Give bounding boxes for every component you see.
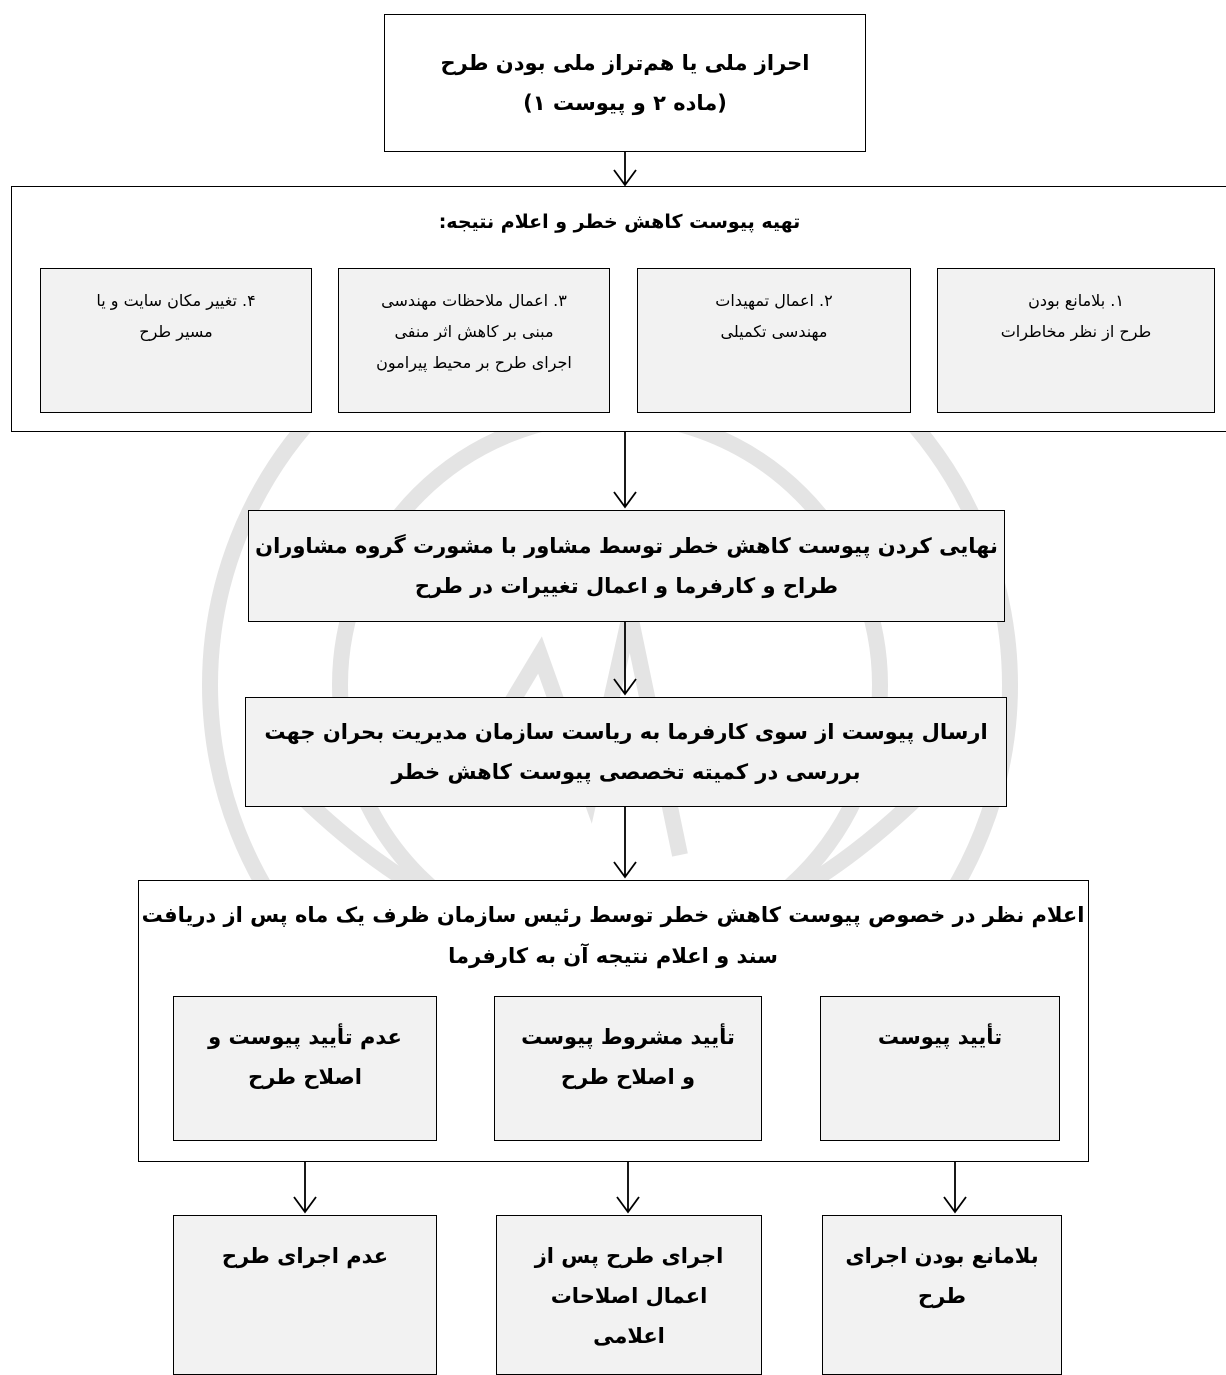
option-2-line1: ۲. اعمال تمهیدات xyxy=(715,291,833,310)
outcome-1-line2: طرح xyxy=(918,1284,966,1308)
outcome-2-line3: اعلامی xyxy=(593,1324,665,1348)
decision-conditional-line1: تأیید مشروط پیوست xyxy=(521,1025,735,1049)
option-1-line1: ۱. بلامانع بودن xyxy=(1028,291,1124,310)
option-no-hazard-objection: ۱. بلامانع بودن طرح از نظر مخاطرات xyxy=(937,268,1215,413)
option-engineering-considerations: ۳. اعمال ملاحظات مهندسی مبنی بر کاهش اثر… xyxy=(338,268,610,413)
send-line2: بررسی در کمیته تخصصی پیوست کاهش خطر xyxy=(391,760,861,784)
arrow-top-to-prepare xyxy=(613,152,637,187)
arrow-send-to-decision xyxy=(613,807,637,879)
option-3-line2: مبنی بر کاهش اثر منفی xyxy=(394,322,554,341)
decision-line1: اعلام نظر در خصوص پیوست کاهش خطر توسط رئ… xyxy=(141,903,1085,927)
finalize-annex-box: نهایی کردن پیوست کاهش خطر توسط مشاور با … xyxy=(248,510,1005,622)
decision-line2: سند و اعلام نتیجه آن به کارفرما xyxy=(448,944,778,968)
option-4-line1: ۴. تغییر مکان سایت و یا xyxy=(96,291,256,310)
top-box-national-status: احراز ملی یا هم‌تراز ملی بودن طرح (ماده … xyxy=(384,14,866,152)
option-supplementary-engineering: ۲. اعمال تمهیدات مهندسی تکمیلی xyxy=(637,268,911,413)
arrow-finalize-to-send xyxy=(613,622,637,696)
outcome-2-line2: اعمال اصلاحات xyxy=(550,1284,708,1308)
finalize-line2: طراح و کارفرما و اعمال تغییرات در طرح xyxy=(414,574,839,598)
send-line1: ارسال پیوست از سوی کارفرما به ریاست سازم… xyxy=(264,720,988,744)
decision-conditional-line2: و اصلاح طرح xyxy=(560,1065,696,1089)
outcome-2-line1: اجرای طرح پس از xyxy=(534,1244,724,1268)
outcome-not-executed: عدم اجرای طرح xyxy=(173,1215,437,1375)
decision-reject: عدم تأیید پیوست و اصلاح طرح xyxy=(173,996,437,1141)
outcome-1-line1: بلامانع بودن اجرای xyxy=(845,1244,1039,1268)
prepare-annex-title: تهیه پیوست کاهش خطر و اعلام نتیجه: xyxy=(438,211,801,233)
send-annex-box: ارسال پیوست از سوی کارفرما به ریاست سازم… xyxy=(245,697,1007,807)
arrow-conditional-to-outcome xyxy=(616,1162,640,1214)
option-3-line1: ۳. اعمال ملاحظات مهندسی xyxy=(381,291,567,310)
outcome-execute-after-corrections: اجرای طرح پس از اعمال اصلاحات اعلامی xyxy=(496,1215,762,1375)
decision-approve-line1: تأیید پیوست xyxy=(877,1025,1003,1049)
arrow-reject-to-outcome xyxy=(293,1162,317,1214)
option-2-line2: مهندسی تکمیلی xyxy=(720,322,828,341)
option-4-line2: مسیر طرح xyxy=(139,322,213,341)
outcome-no-objection: بلامانع بودن اجرای طرح xyxy=(822,1215,1062,1375)
arrow-approve-to-outcome xyxy=(943,1162,967,1214)
top-box-line1: احراز ملی یا هم‌تراز ملی بودن طرح xyxy=(440,51,810,75)
top-box-line2: (ماده ۲ و پیوست ۱) xyxy=(523,91,727,115)
option-3-line3: اجرای طرح بر محیط پیرامون xyxy=(376,353,572,372)
decision-approve: تأیید پیوست xyxy=(820,996,1060,1141)
decision-conditional-approve: تأیید مشروط پیوست و اصلاح طرح xyxy=(494,996,762,1141)
decision-reject-line2: اصلاح طرح xyxy=(248,1065,362,1089)
option-change-site-route: ۴. تغییر مکان سایت و یا مسیر طرح xyxy=(40,268,312,413)
outcome-3-line1: عدم اجرای طرح xyxy=(221,1244,389,1268)
option-1-line2: طرح از نظر مخاطرات xyxy=(1000,322,1152,341)
arrow-prepare-to-finalize xyxy=(613,432,637,509)
decision-reject-line1: عدم تأیید پیوست و xyxy=(208,1025,402,1049)
finalize-line1: نهایی کردن پیوست کاهش خطر توسط مشاور با … xyxy=(255,534,998,558)
